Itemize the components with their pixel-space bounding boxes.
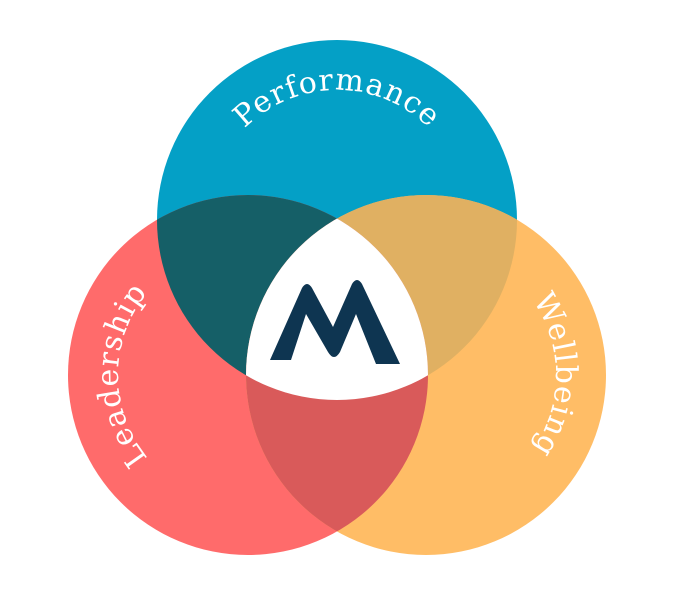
m-mountain-logo-icon (270, 280, 400, 364)
center-overlap (246, 195, 428, 400)
